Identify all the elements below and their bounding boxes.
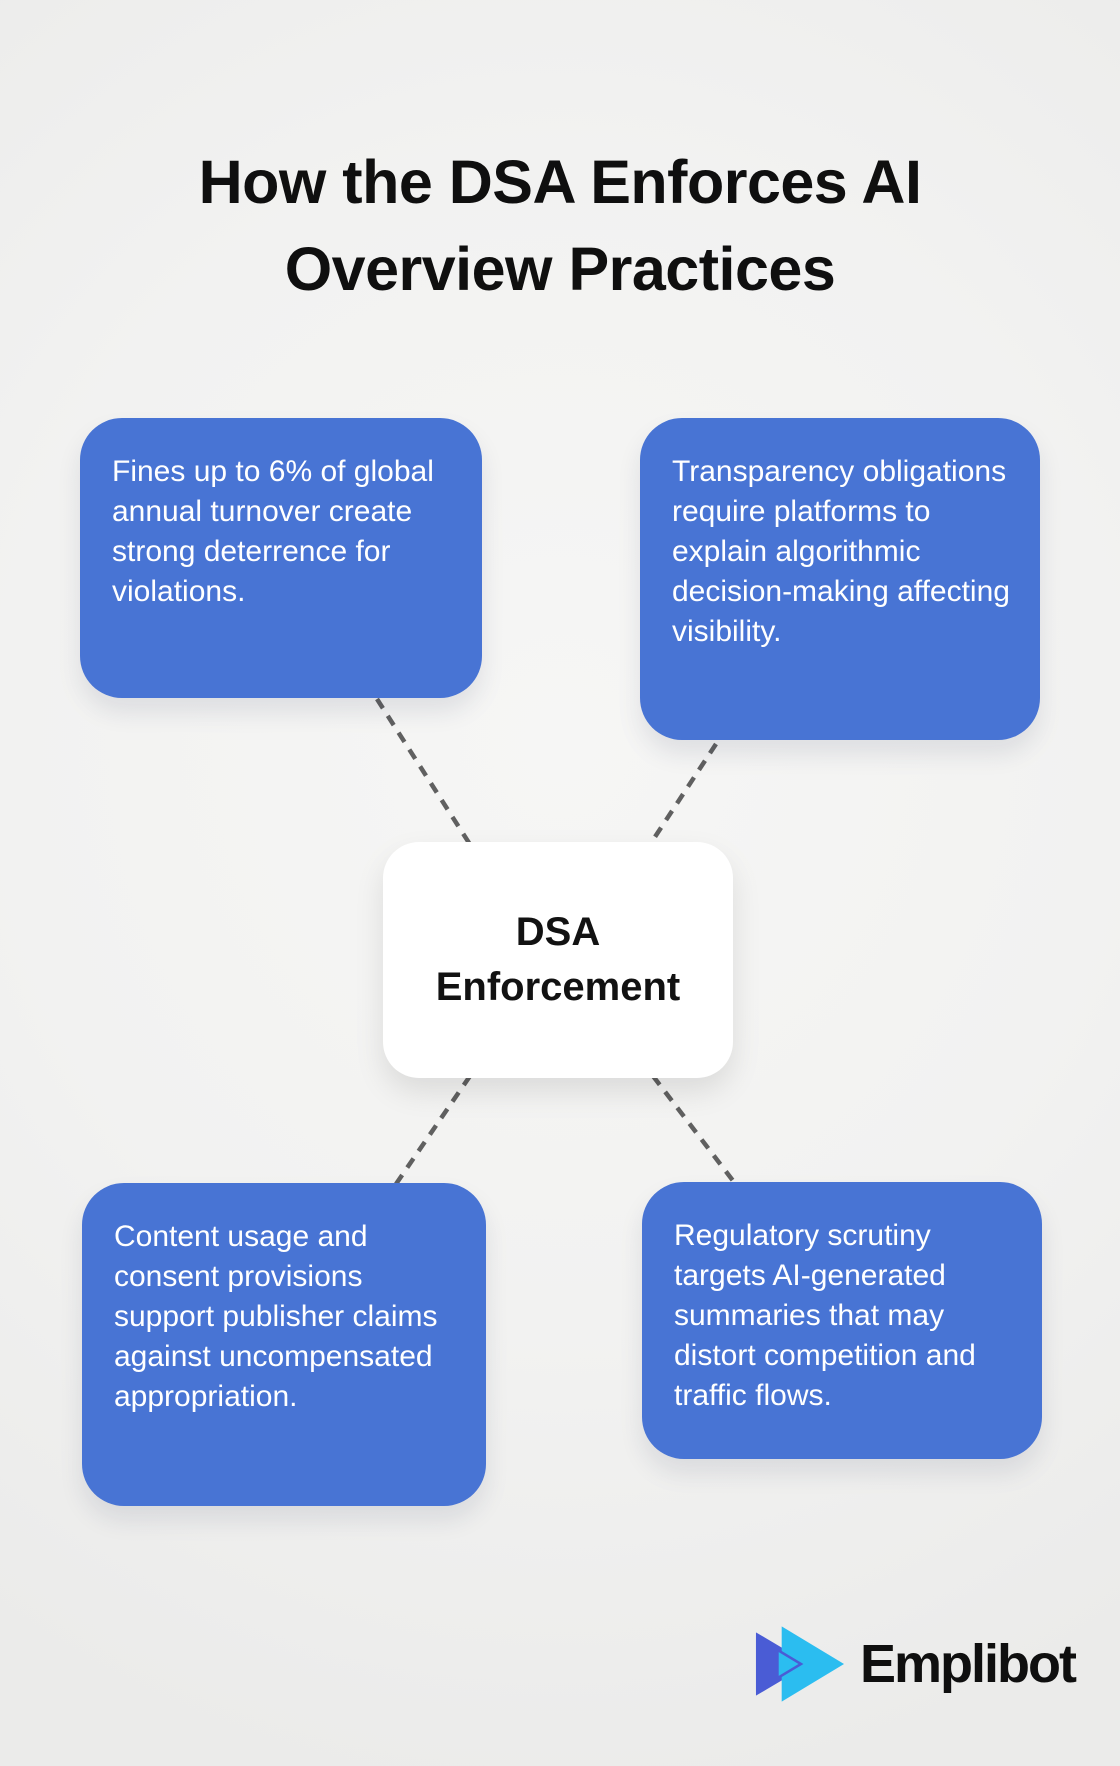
page-title-line2: Overview Practices (284, 234, 836, 303)
node-top-right-text: Transparency obligations require platfor… (672, 455, 1010, 648)
node-bottom-left-text: Content usage and consent provisions sup… (114, 1220, 438, 1413)
center-node-dsa-enforcement: DSA Enforcement (383, 842, 733, 1078)
connector-line-top-left (375, 697, 473, 848)
connector-line-bottom-right (651, 1074, 736, 1184)
page-title: How the DSA Enforces AI Overview Practic… (0, 139, 1120, 313)
node-bottom-right-text: Regulatory scrutiny targets AI-generated… (674, 1219, 976, 1412)
center-node-line2: Enforcement (435, 965, 681, 1009)
node-bottom-right: Regulatory scrutiny targets AI-generated… (642, 1182, 1042, 1459)
emplibot-wordmark: Emplibot (860, 1634, 1077, 1694)
emplibot-brand: Emplibot (752, 1626, 1077, 1702)
emplibot-play-triangles-icon (755, 1626, 845, 1702)
node-bottom-left: Content usage and consent provisions sup… (82, 1183, 486, 1506)
node-top-left: Fines up to 6% of global annual turnover… (80, 418, 482, 698)
page-title-line1: How the DSA Enforces AI (198, 147, 922, 216)
node-top-left-text: Fines up to 6% of global annual turnover… (112, 455, 434, 608)
node-top-right: Transparency obligations require platfor… (640, 418, 1040, 740)
center-node-line1: DSA (515, 910, 601, 954)
connector-line-top-right (647, 742, 718, 848)
connector-line-bottom-left (394, 1074, 472, 1186)
